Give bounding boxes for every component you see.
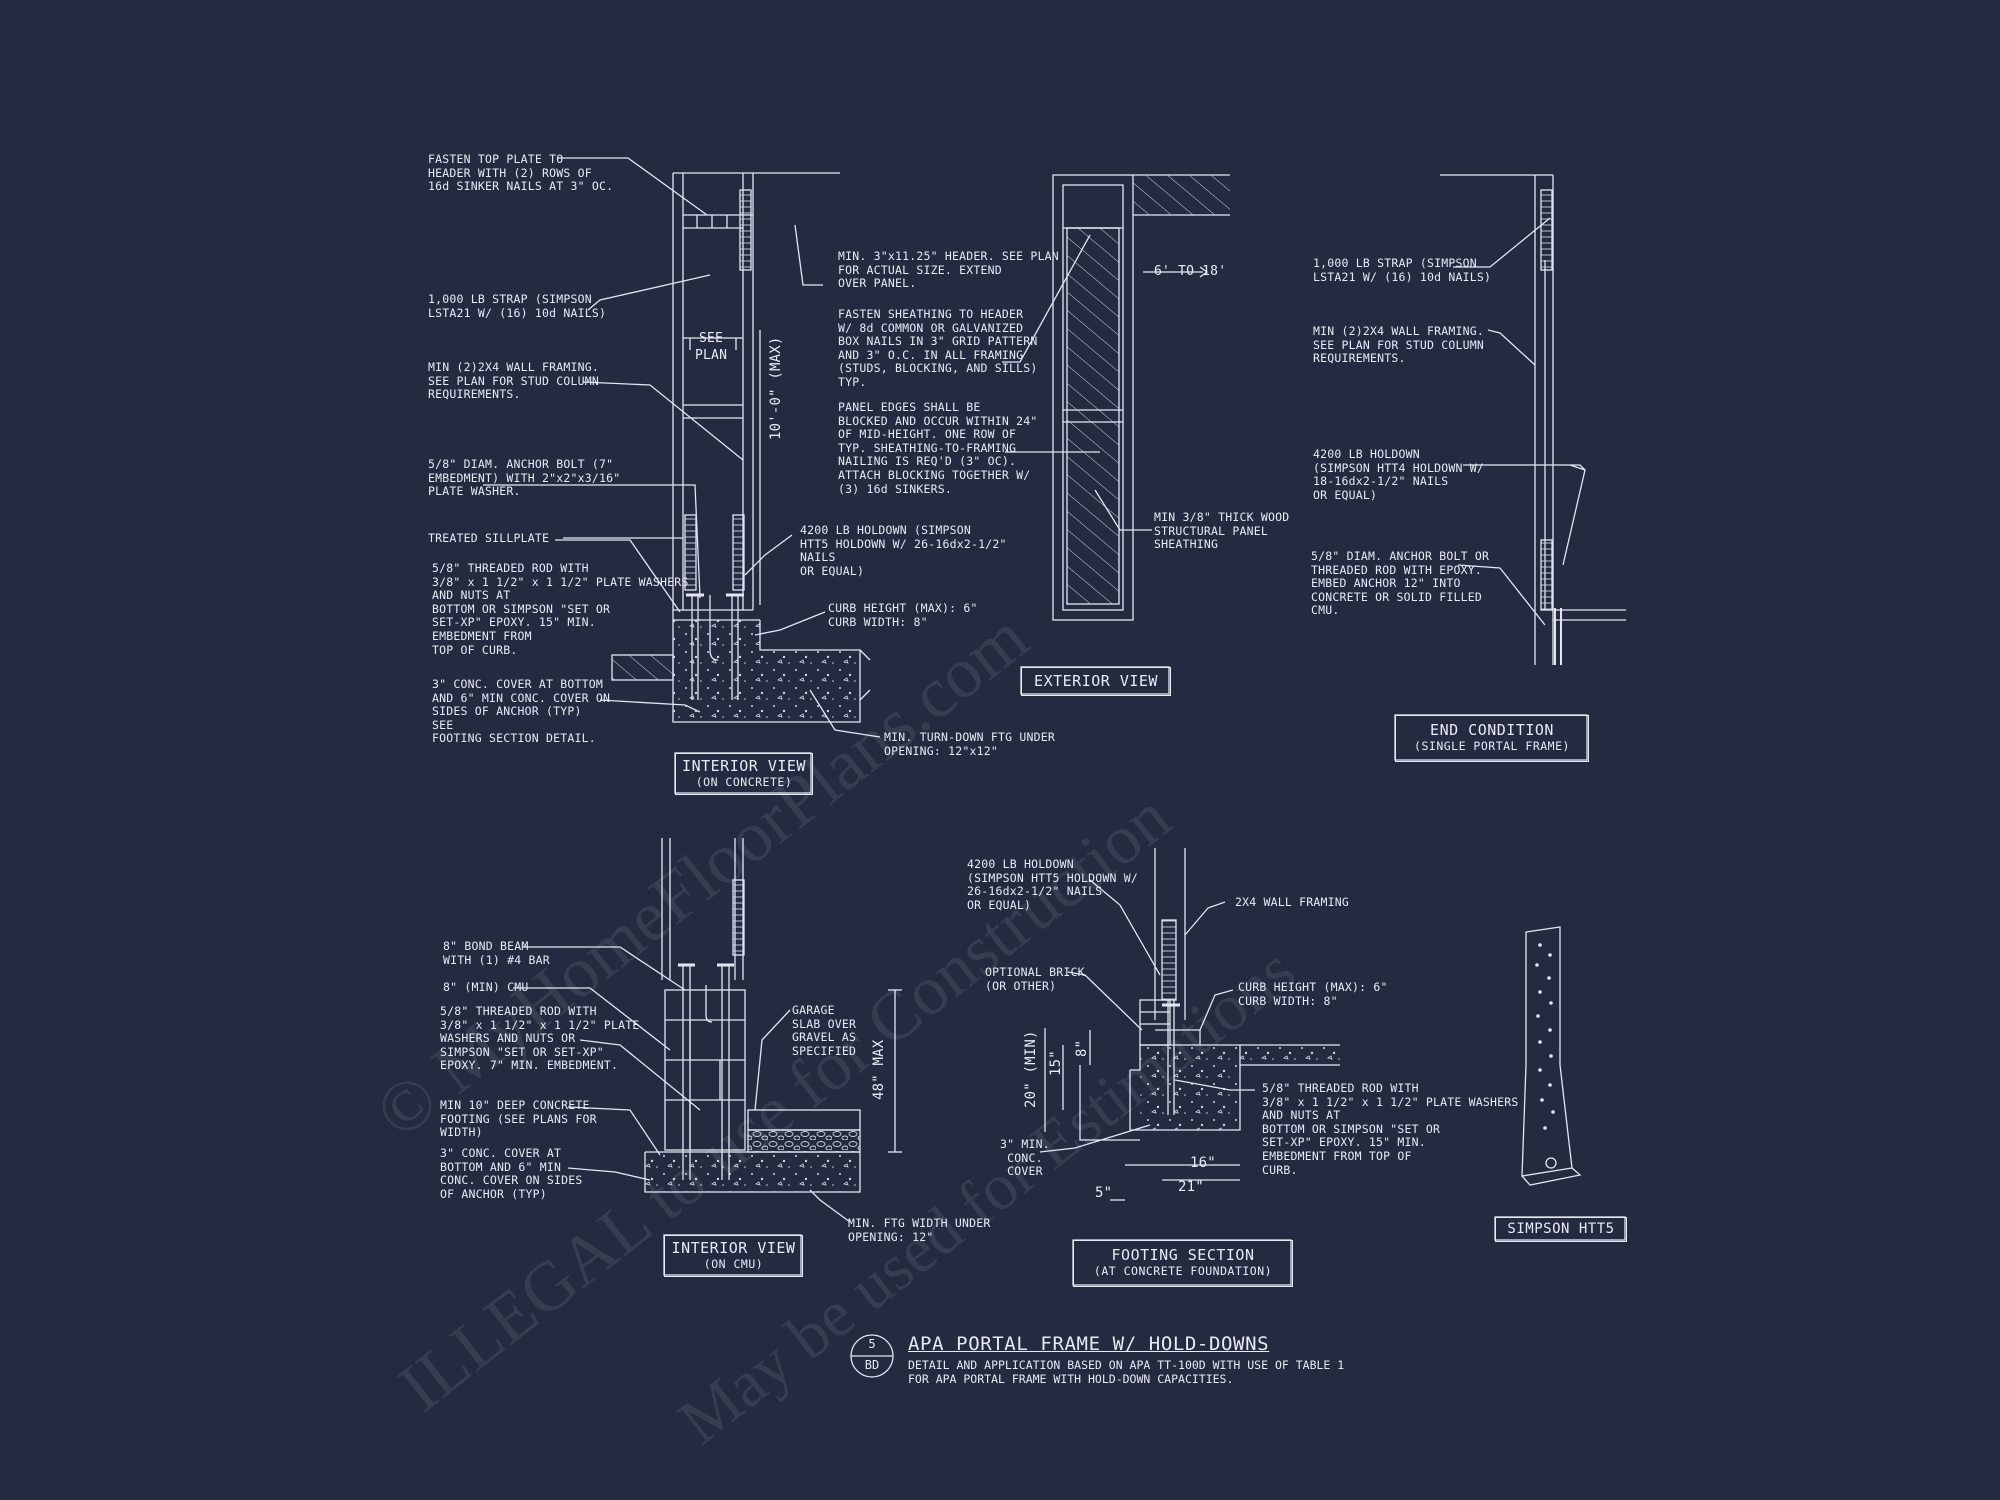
detail-note: DETAIL AND APPLICATION BASED ON APA TT-1… [908,1358,1345,1386]
note-threaded-rod: 5/8" THREADED ROD WITH 3/8" x 1 1/2" x 1… [432,561,689,657]
dimension-span: 6' TO 18' [1154,264,1227,279]
interior-cmu-view [513,838,902,1276]
detail-title: APA PORTAL FRAME W/ HOLD-DOWNS [908,1333,1270,1355]
simpson-htt5-view [1494,926,1626,1241]
note-concrete-cover: 3" CONC. COVER AT BOTTOM AND 6" MIN CONC… [432,677,611,746]
note-sillplate: TREATED SILLPLATE [428,531,550,545]
note-end-strap: 1,000 LB STRAP (SIMPSON LSTA21 W/ (16) 1… [1313,256,1492,284]
footing-section-view [1039,848,1340,1286]
label-interior-view-cmu: INTERIOR VIEW (ON CMU) [664,1235,803,1277]
dimension-8: 8" [1074,1039,1090,1057]
label-exterior-view: EXTERIOR VIEW [1021,667,1171,696]
label-interior-view-concrete: INTERIOR VIEW (ON CONCRETE) [675,753,813,795]
note-wall-framing: MIN (2)2X4 WALL FRAMING. SEE PLAN FOR ST… [428,360,599,402]
note-header: MIN. 3"x11.25" HEADER. SEE PLAN FOR ACTU… [838,249,1059,291]
note-curb: CURB HEIGHT (MAX): 6" CURB WIDTH: 8" [828,601,978,629]
exterior-view [1002,174,1230,695]
note-see-plan: SEE PLAN [695,331,728,363]
end-condition-view [1394,174,1626,761]
dimension-cmu-height: 48" MAX [871,1039,887,1100]
note-fs-brick: OPTIONAL BRICK (OR OTHER) [985,965,1085,993]
note-garage-slab: GARAGE SLAB OVER GRAVEL AS SPECIFIED [792,1003,857,1058]
note-cmu-rod: 5/8" THREADED ROD WITH 3/8" x 1 1/2" x 1… [440,1004,640,1073]
detail-sheet: BD [864,1358,880,1372]
detail-number: 5 [868,1337,876,1351]
note-end-anchor: 5/8" DIAM. ANCHOR BOLT OR THREADED ROD W… [1311,549,1490,618]
note-fs-curb: CURB HEIGHT (MAX): 6" CURB WIDTH: 8" [1238,980,1388,1008]
note-cmu-footing: MIN 10" DEEP CONCRETE FOOTING (SEE PLANS… [440,1098,597,1140]
dimension-15: 15" [1048,1050,1064,1076]
note-cmu-cover: 3" CONC. COVER AT BOTTOM AND 6" MIN CONC… [440,1146,583,1201]
note-end-framing: MIN (2)2X4 WALL FRAMING. SEE PLAN FOR ST… [1313,324,1484,366]
dimension-20-min: 20" (MIN) [1023,1030,1039,1108]
note-fs-rod: 5/8" THREADED ROD WITH 3/8" x 1 1/2" x 1… [1262,1081,1519,1177]
dimension-21: 21" [1178,1179,1204,1195]
note-top-plate: FASTEN TOP PLATE TO HEADER WITH (2) ROWS… [428,152,614,194]
note-cmu: 8" (MIN) CMU [443,980,529,994]
note-holdown-interior: 4200 LB HOLDOWN (SIMPSON HTT5 HOLDOWN W/… [800,523,1007,578]
note-fs-cover: 3" MIN. CONC. COVER [1000,1137,1050,1179]
note-fs-framing: 2X4 WALL FRAMING [1235,895,1349,909]
label-simpson-htt5: SIMPSON HTT5 [1495,1217,1627,1242]
dimension-16: 16" [1190,1155,1216,1171]
note-anchor-bolt: 5/8" DIAM. ANCHOR BOLT (7" EMBEDMENT) WI… [428,457,621,499]
note-sheathing: FASTEN SHEATHING TO HEADER W/ 8d COMMON … [838,307,1038,389]
note-bond-beam: 8" BOND BEAM WITH (1) #4 BAR [443,939,550,967]
note-cmu-ftg-width: MIN. FTG WIDTH UNDER OPENING: 12" [848,1216,991,1244]
dimension-5: 5" [1095,1185,1113,1201]
label-footing-section: FOOTING SECTION (AT CONCRETE FOUNDATION) [1073,1240,1293,1287]
interior-concrete-view [483,157,881,738]
note-strap: 1,000 LB STRAP (SIMPSON LSTA21 W/ (16) 1… [428,292,607,320]
note-panel-sheathing: MIN 3/8" THICK WOOD STRUCTURAL PANEL SHE… [1154,510,1290,552]
dimension-wall-height: 10'-0" (MAX) [768,336,784,440]
note-panel-edges: PANEL EDGES SHALL BE BLOCKED AND OCCUR W… [838,400,1038,496]
label-end-condition: END CONDITION (SINGLE PORTAL FRAME) [1395,715,1589,762]
note-end-holdown: 4200 LB HOLDOWN (SIMPSON HTT4 HOLDOWN W/… [1313,447,1484,502]
note-turn-down: MIN. TURN-DOWN FTG UNDER OPENING: 12"x12… [884,730,1055,758]
note-fs-holdown: 4200 LB HOLDOWN (SIMPSON HTT5 HOLDOWN W/… [967,857,1138,912]
